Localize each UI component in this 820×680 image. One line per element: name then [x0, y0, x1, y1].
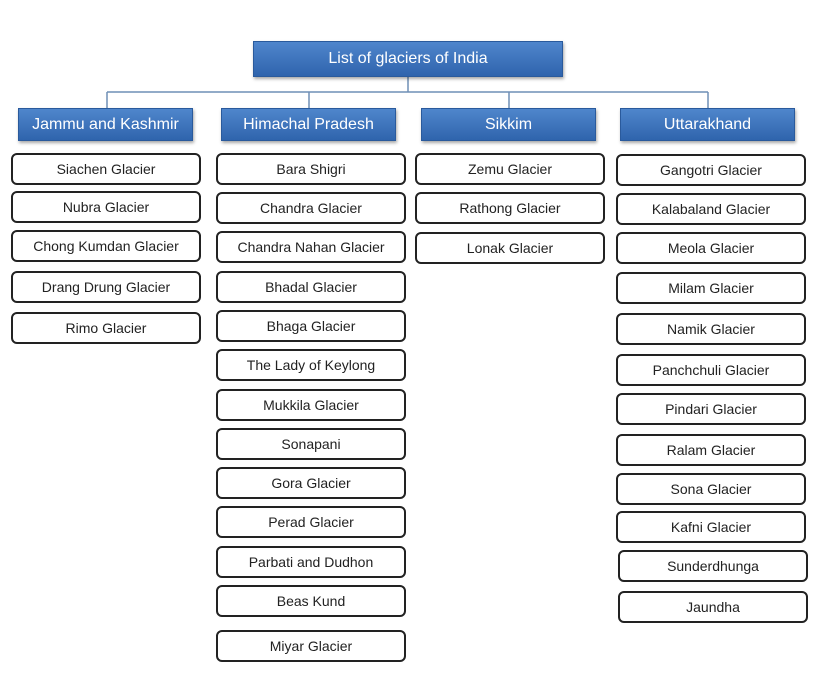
glacier-rathong: Rathong Glacier	[415, 192, 605, 224]
glacier-parbati-and-dudhon: Parbati and Dudhon	[216, 546, 406, 578]
glacier-beas-kund: Beas Kund	[216, 585, 406, 617]
glacier-miyar: Miyar Glacier	[216, 630, 406, 662]
glacier-chandra-nahan: Chandra Nahan Glacier	[216, 231, 406, 263]
glacier-pindari: Pindari Glacier	[616, 393, 806, 425]
state-header-sikkim: Sikkim	[421, 108, 596, 141]
state-header-himachal-pradesh: Himachal Pradesh	[221, 108, 396, 141]
glacier-lady-of-keylong: The Lady of Keylong	[216, 349, 406, 381]
glacier-nubra: Nubra Glacier	[11, 191, 201, 223]
glacier-bhadal: Bhadal Glacier	[216, 271, 406, 303]
glacier-zemu: Zemu Glacier	[415, 153, 605, 185]
glacier-ralam: Ralam Glacier	[616, 434, 806, 466]
glacier-milam: Milam Glacier	[616, 272, 806, 304]
glacier-sonapani: Sonapani	[216, 428, 406, 460]
glacier-panchchuli: Panchchuli Glacier	[616, 354, 806, 386]
glacier-namik: Namik Glacier	[616, 313, 806, 345]
glacier-gora: Gora Glacier	[216, 467, 406, 499]
glacier-kafni: Kafni Glacier	[616, 511, 806, 543]
glacier-perad: Perad Glacier	[216, 506, 406, 538]
glacier-chong-kumdan: Chong Kumdan Glacier	[11, 230, 201, 262]
glacier-kalabaland: Kalabaland Glacier	[616, 193, 806, 225]
glacier-lonak: Lonak Glacier	[415, 232, 605, 264]
glacier-chandra: Chandra Glacier	[216, 192, 406, 224]
glacier-mukkila: Mukkila Glacier	[216, 389, 406, 421]
glacier-drang-drung: Drang Drung Glacier	[11, 271, 201, 303]
glacier-siachen: Siachen Glacier	[11, 153, 201, 185]
state-header-jammu-and-kashmir: Jammu and Kashmir	[18, 108, 193, 141]
glacier-jaundha: Jaundha	[618, 591, 808, 623]
glacier-gangotri: Gangotri Glacier	[616, 154, 806, 186]
glacier-bara-shigri: Bara Shigri	[216, 153, 406, 185]
root-node-title: List of glaciers of India	[253, 41, 563, 77]
glacier-meola: Meola Glacier	[616, 232, 806, 264]
glacier-bhaga: Bhaga Glacier	[216, 310, 406, 342]
glacier-sona: Sona Glacier	[616, 473, 806, 505]
glacier-sunderdhunga: Sunderdhunga	[618, 550, 808, 582]
glacier-rimo: Rimo Glacier	[11, 312, 201, 344]
state-header-uttarakhand: Uttarakhand	[620, 108, 795, 141]
